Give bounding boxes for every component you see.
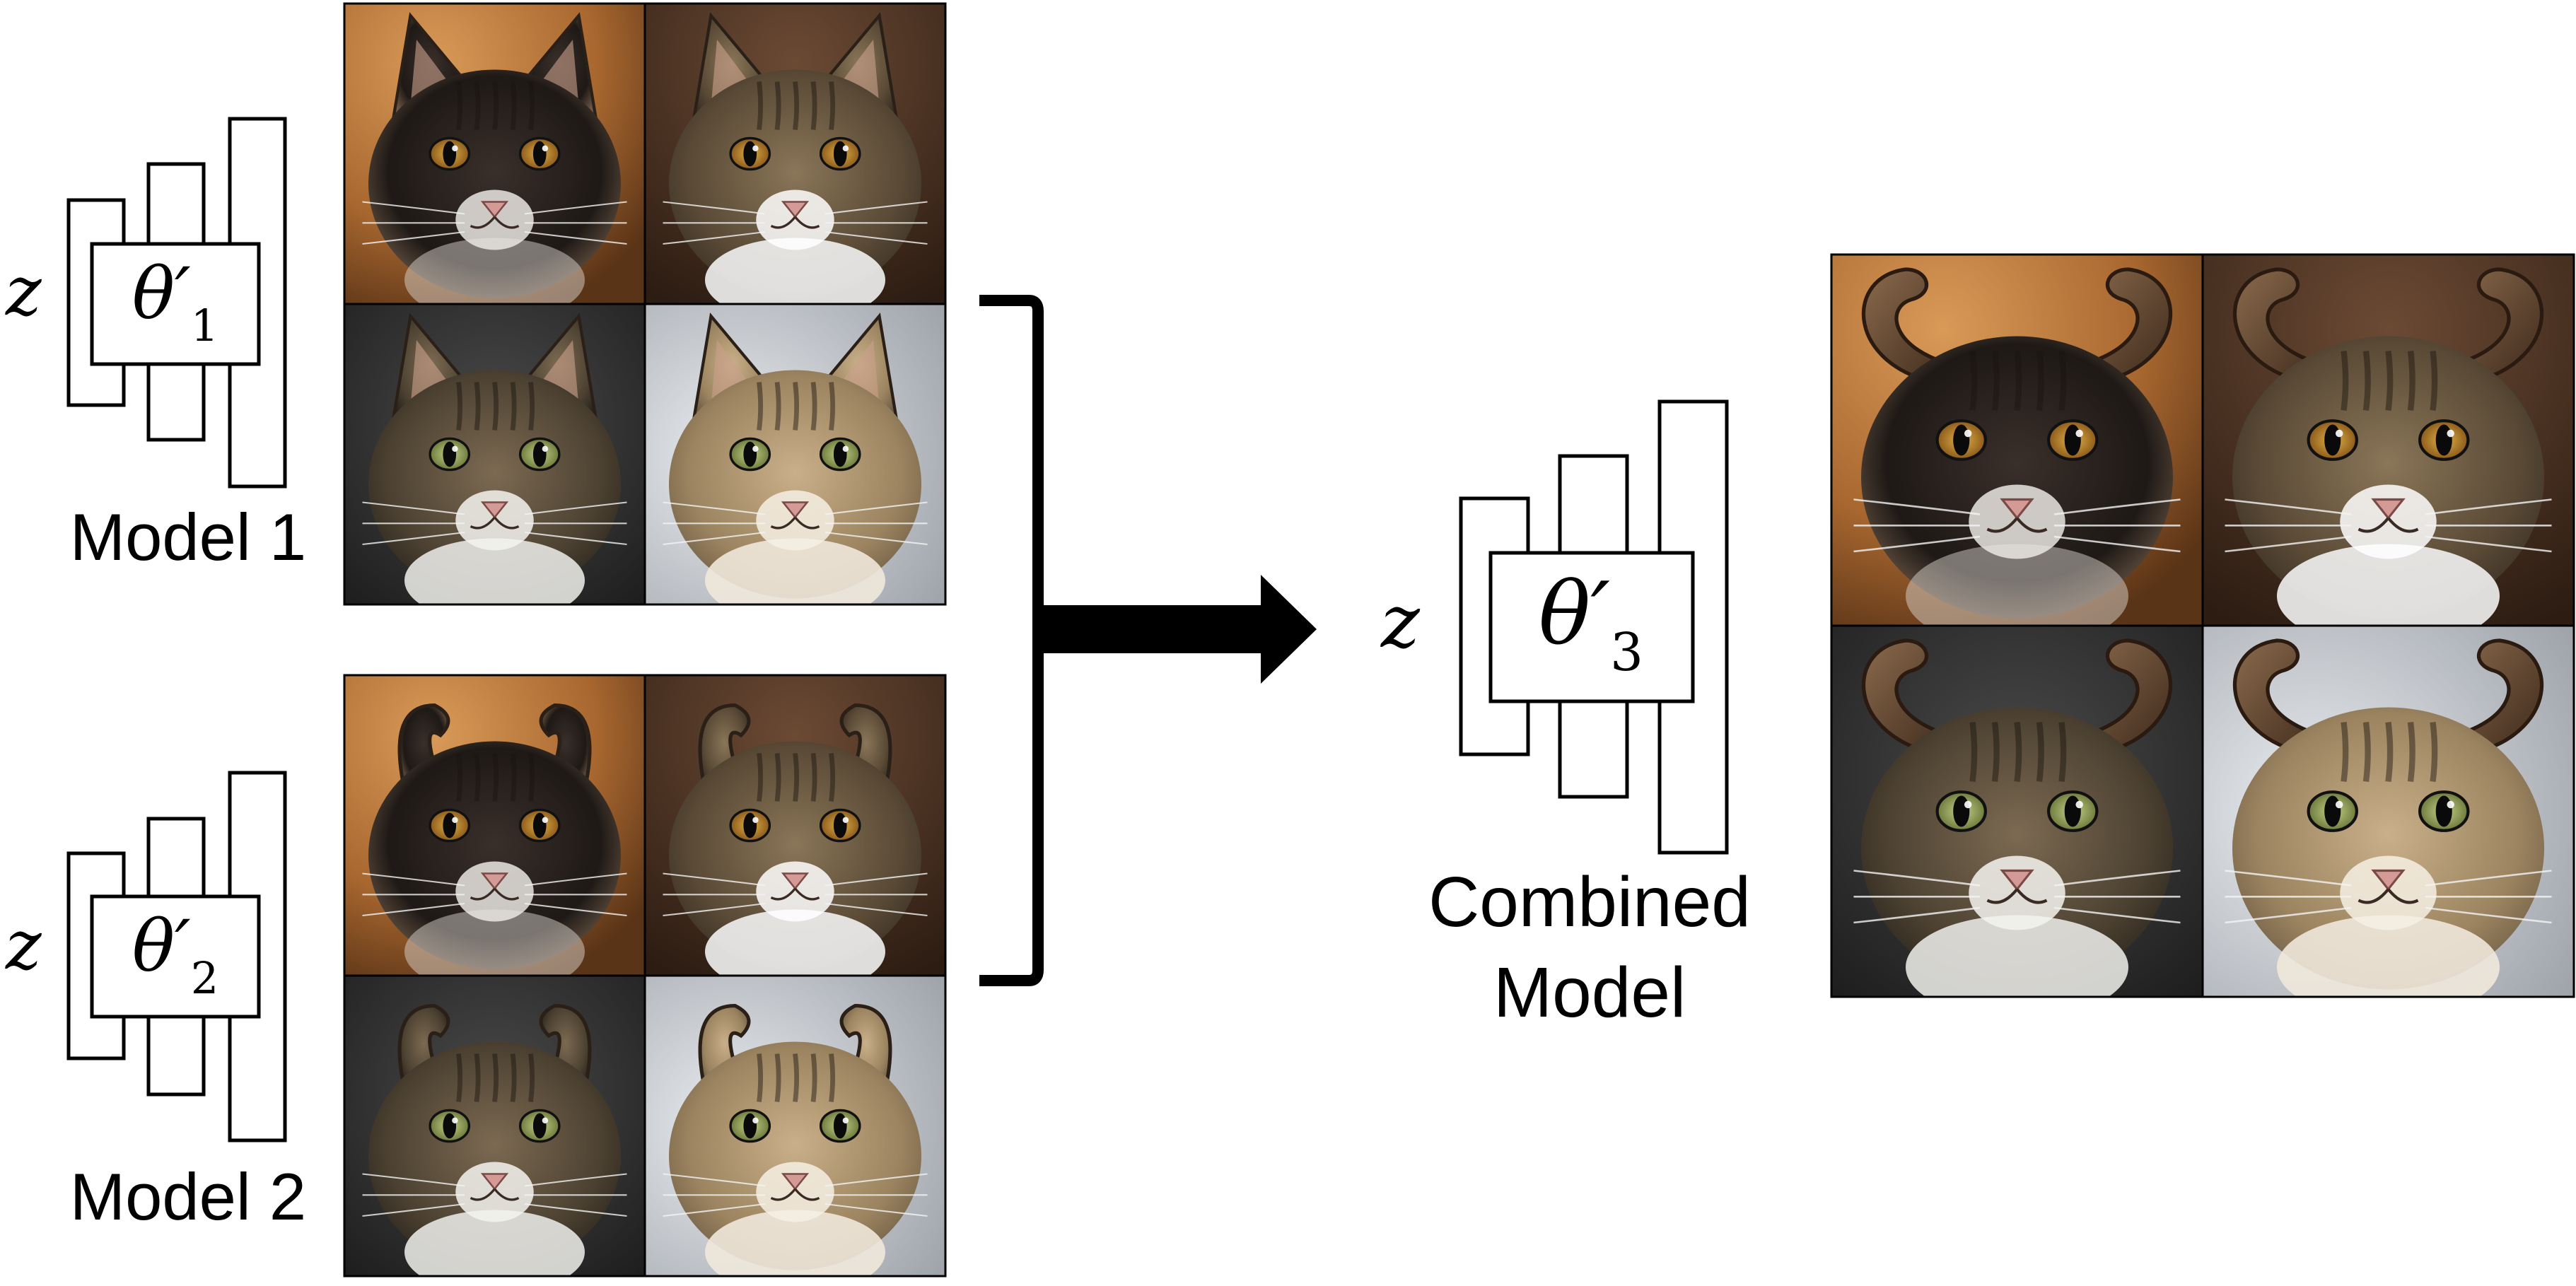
horns-icon	[2232, 267, 2544, 383]
cat-head	[368, 69, 621, 298]
merge-bracket-arrow	[979, 295, 1317, 986]
cat-head	[368, 741, 621, 970]
cat-eyes	[2307, 790, 2470, 832]
combined-title-line1: Combined	[1428, 863, 1751, 942]
combined-param-label: θ′3	[1539, 563, 1643, 683]
combined-image-grid: calico cat with hornstabby-and-white cat…	[1830, 253, 2575, 998]
right-arrow-icon	[1038, 575, 1317, 684]
model1-cat-image-3: tabby cat	[344, 304, 645, 604]
model1-cat-image-1: calico cat	[344, 4, 645, 304]
horns-icon	[2232, 638, 2544, 754]
cat-head	[368, 1041, 621, 1270]
cat-head	[1861, 336, 2173, 619]
model1-latent-z: z	[5, 252, 42, 331]
model1-cat-image-2: tabby-and-white cat	[645, 4, 945, 304]
curled-ears-icon	[698, 703, 892, 793]
combined-cat-image-4: light tabby cat with horns	[2203, 626, 2574, 997]
cat-eyes	[729, 136, 861, 171]
model2-title: Model 2	[70, 1159, 306, 1234]
model1-title: Model 1	[70, 500, 306, 574]
model2-image-grid: calico cat with curled earstabby-and-whi…	[343, 674, 947, 1278]
model1-param-box	[90, 242, 261, 366]
combined-cat-image-3: tabby cat with horns	[1831, 626, 2203, 997]
cat-eyes	[729, 437, 861, 472]
model2-network: z θ′2 Model 2	[5, 771, 306, 1234]
model2-cat-image-1: calico cat with curled ears	[344, 675, 645, 976]
cat-head	[669, 741, 921, 970]
cat-eyes	[2307, 419, 2470, 461]
model2-cat-image-4: light tabby cat with curled ears	[645, 976, 945, 1276]
image-grids: calico cattabby-and-white cattabby catli…	[343, 2, 2575, 1278]
cat-head	[368, 370, 621, 599]
model1-cat-image-4: light tabby cat	[645, 304, 945, 604]
cat-eyes	[429, 437, 561, 472]
model1-param-label: θ′1	[132, 252, 218, 351]
combined-latent-z: z	[1380, 578, 1421, 665]
cat-eyes	[1935, 790, 2099, 832]
cat-head	[2232, 707, 2544, 990]
merge-bracket	[979, 295, 1044, 986]
combined-cat-image-1: calico cat with horns	[1831, 255, 2203, 626]
cat-eyes	[1935, 419, 2099, 461]
model2-param-label: θ′2	[132, 905, 218, 1004]
cat-head	[669, 370, 921, 599]
horns-icon	[1861, 638, 2173, 754]
cat-eyes	[729, 808, 861, 843]
model2-cat-image-2: tabby-and-white cat with curled ears	[645, 675, 945, 976]
cat-head	[669, 69, 921, 298]
model1-image-grid: calico cattabby-and-white cattabby catli…	[343, 2, 947, 606]
combined-title-line2: Model	[1493, 953, 1686, 1032]
cat-eyes	[429, 808, 561, 843]
cat-eyes	[429, 136, 561, 171]
model2-cat-image-3: tabby cat with curled ears	[344, 976, 645, 1276]
cat-head	[669, 1041, 921, 1270]
curled-ears-icon	[397, 1003, 592, 1094]
cat-head	[2232, 336, 2544, 619]
model1-network: z θ′1 Model 1	[5, 117, 306, 574]
curled-ears-icon	[397, 703, 592, 793]
model2-param-box	[90, 894, 261, 1019]
combined-param-box	[1488, 551, 1695, 703]
cat-head	[1861, 707, 2173, 990]
curled-ears-icon	[698, 1003, 892, 1094]
combined-cat-image-2: tabby-and-white cat with horns	[2203, 255, 2574, 626]
cat-eyes	[729, 1109, 861, 1143]
combined-network: z θ′3 Combined Model	[1380, 399, 1751, 1032]
horns-icon	[1861, 267, 2173, 383]
cat-eyes	[429, 1109, 561, 1143]
model2-latent-z: z	[5, 906, 42, 985]
